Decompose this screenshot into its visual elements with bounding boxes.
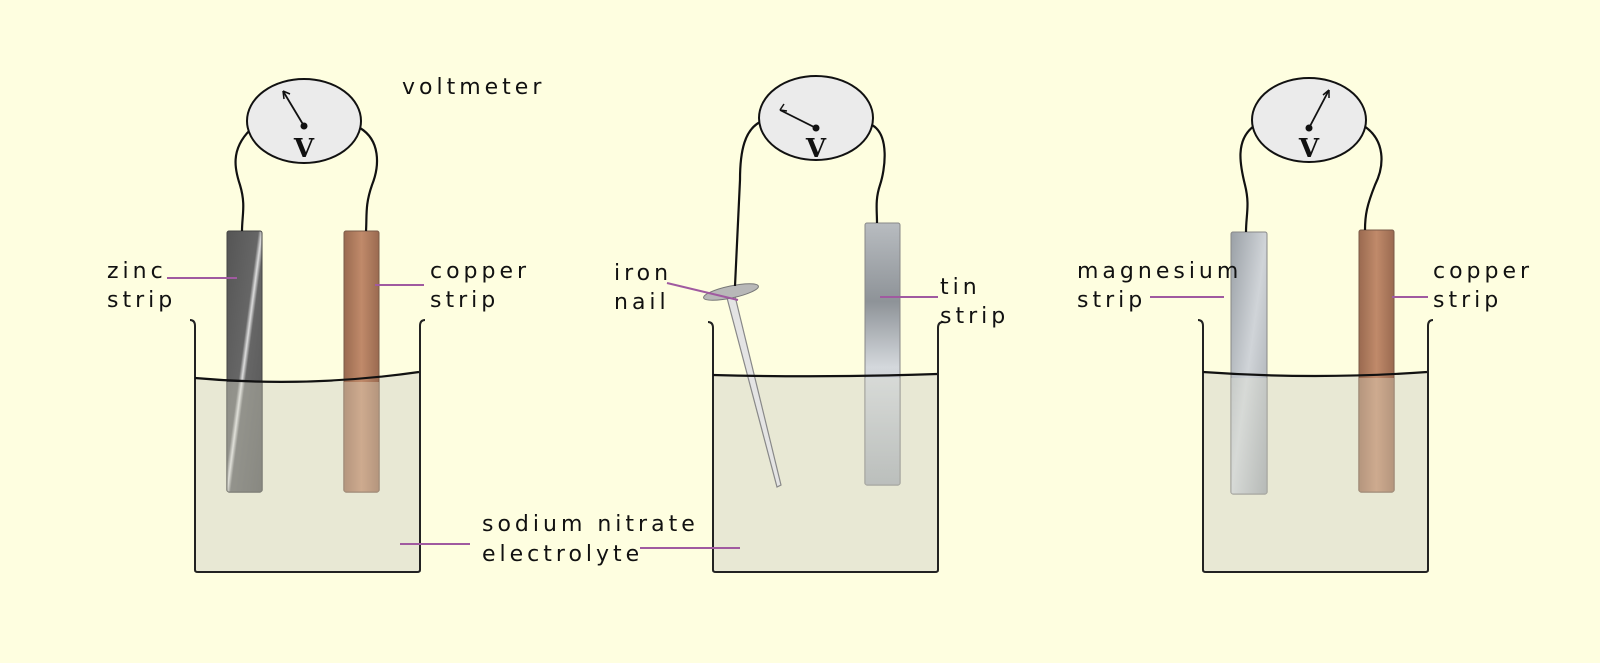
beaker bbox=[189, 319, 426, 573]
wire-right bbox=[871, 124, 886, 224]
beaker bbox=[1197, 319, 1434, 573]
wire-left bbox=[733, 121, 761, 287]
magnesium-strip bbox=[1230, 231, 1268, 495]
meniscus bbox=[1202, 370, 1428, 378]
voltmeter: V bbox=[1251, 77, 1367, 164]
needle bbox=[779, 109, 817, 129]
meniscus bbox=[712, 372, 938, 378]
meniscus bbox=[194, 370, 420, 383]
label-zinc-strip: strip bbox=[107, 288, 176, 313]
cell-zinc-copper: V zinc strip copper strip voltmeter bbox=[107, 75, 545, 573]
voltmeter: V bbox=[246, 78, 362, 164]
wire-left bbox=[234, 129, 251, 232]
label-tin: tin bbox=[940, 275, 981, 300]
cell-iron-tin: V iron nail tin strip sodium nitrate ele… bbox=[482, 75, 1009, 573]
copper-strip bbox=[343, 230, 380, 493]
needle bbox=[282, 90, 305, 127]
label-iron-nail: nail bbox=[614, 290, 670, 315]
label-magnesium: magnesium bbox=[1077, 259, 1242, 284]
cell-magnesium-copper: V magnesium strip copper strip bbox=[1077, 77, 1533, 573]
label-voltmeter: voltmeter bbox=[402, 75, 545, 100]
voltmeter: V bbox=[758, 75, 874, 164]
copper-strip bbox=[1358, 229, 1395, 493]
label-copper-strip: strip bbox=[430, 288, 499, 313]
wire-left bbox=[1239, 125, 1255, 233]
label-magnesium-strip: strip bbox=[1077, 288, 1146, 313]
label-copper: copper bbox=[1433, 259, 1533, 284]
label-iron: iron bbox=[614, 261, 672, 286]
tin-strip bbox=[864, 222, 901, 486]
zinc-strip bbox=[226, 230, 263, 493]
label-tin-strip: strip bbox=[940, 304, 1009, 329]
voltmeter-symbol: V bbox=[293, 134, 315, 164]
label-copper-strip: strip bbox=[1433, 288, 1502, 313]
voltmeter-symbol: V bbox=[805, 134, 827, 164]
label-copper: copper bbox=[430, 259, 530, 284]
needle bbox=[1308, 89, 1330, 129]
wire-right bbox=[359, 127, 378, 232]
label-electrolyte: electrolyte bbox=[482, 542, 643, 567]
iron-nail bbox=[703, 283, 782, 488]
label-sodium-nitrate: sodium nitrate bbox=[482, 512, 699, 537]
beaker bbox=[707, 321, 944, 573]
label-zinc: zinc bbox=[107, 259, 167, 284]
voltmeter-symbol: V bbox=[1298, 134, 1320, 164]
electrolyte-liquid bbox=[713, 374, 937, 571]
wire-right bbox=[1363, 125, 1383, 231]
